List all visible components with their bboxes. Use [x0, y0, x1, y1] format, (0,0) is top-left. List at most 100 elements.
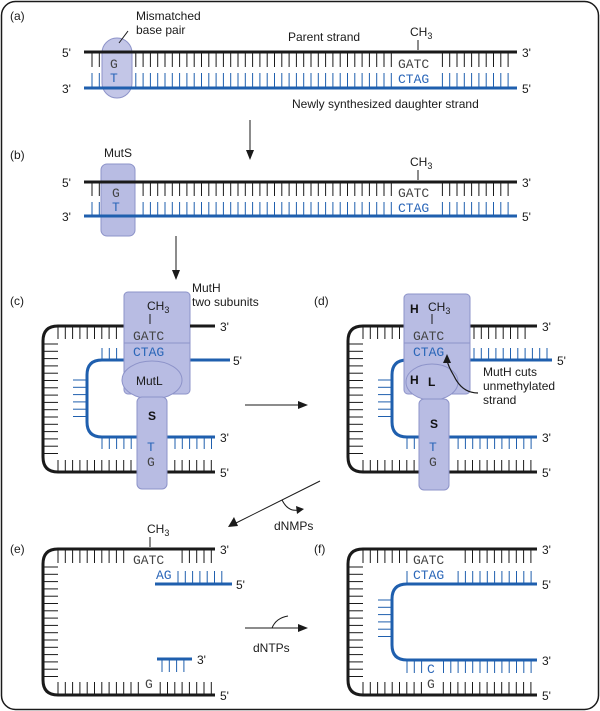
- arrow-c-to-d-head: [298, 401, 308, 409]
- f-gatc-top: GATC: [413, 553, 444, 568]
- daughter-loop-c: [85, 358, 230, 439]
- loop-ticks-c: [44, 327, 212, 471]
- b-mismatch-bottom: T: [112, 200, 120, 215]
- cut-label-line1: MutH cuts: [483, 365, 537, 379]
- d-5prime-daughter: 5': [557, 354, 566, 368]
- muts-label: MutS: [104, 146, 132, 160]
- b-3prime-top: 3': [522, 176, 531, 190]
- loop-ticks-d: [349, 327, 548, 471]
- d-mismatch-top: T: [429, 440, 437, 455]
- repaired-daughter-f: [390, 582, 537, 662]
- arrow-b-to-c-head: [172, 270, 180, 280]
- b-3prime-bottom: 3': [62, 210, 71, 224]
- panel-c: (c) MutH two subunits CH3 GATC CTAG MutL…: [10, 281, 259, 490]
- daughter-3prime-label: 3': [62, 82, 71, 96]
- methyl-label: CH3: [410, 25, 432, 41]
- panel-c-label: (c): [10, 294, 24, 308]
- c-methyl-label: CH3: [147, 299, 169, 315]
- f-cg-mask: [424, 664, 438, 692]
- c-3prime-top: 3': [220, 320, 229, 334]
- arrow-a-to-b-head: [246, 150, 254, 160]
- panel-a: (a) 5' 3' 3' 5' Mismatched base pair Par…: [10, 9, 531, 111]
- gatc-top: GATC: [398, 57, 429, 72]
- dnmps-pointer-head: [296, 506, 304, 514]
- d-ctag-bottom: CTAG: [413, 345, 444, 360]
- f-c-label: C: [427, 662, 435, 677]
- f-3prime-top: 3': [542, 543, 551, 557]
- d-mismatch-bottom: G: [429, 455, 437, 470]
- e-ag-bottom: AG: [156, 568, 172, 583]
- d-3prime-daughter: 3': [542, 431, 551, 445]
- d-h-bottom: H: [410, 373, 419, 387]
- daughter-strand-b-ticks: [91, 202, 509, 215]
- panel-f: (f) GATC CTAG C G 3' 5' 3' 5': [314, 542, 551, 703]
- b-5prime-bottom: 5': [522, 210, 531, 224]
- parent-5prime-label: 5': [62, 46, 71, 60]
- muts-protein-c: [136, 396, 168, 490]
- e-3prime-top: 3': [220, 543, 229, 557]
- parent-strand-label: Parent strand: [288, 30, 360, 44]
- c-mismatch-top: T: [147, 440, 155, 455]
- arrow-e-to-f-head: [298, 624, 308, 632]
- muts-protein-d: [418, 398, 450, 491]
- panel-b-label: (b): [10, 148, 25, 162]
- mutl-label: MutL: [136, 374, 163, 388]
- gatc-mask: [396, 57, 436, 85]
- parent-loop-e: [41, 547, 215, 697]
- muth-label-line1: MutH: [192, 281, 221, 295]
- parent-3prime-label: 3': [522, 46, 531, 60]
- f-ctag-bottom: CTAG: [413, 568, 444, 583]
- d-s-label: S: [430, 417, 438, 431]
- d-h-top: H: [410, 302, 419, 316]
- f-g-label: G: [427, 677, 435, 692]
- parent-strand-b-ticks: [91, 183, 509, 196]
- f-3prime-daughter: 3': [542, 654, 551, 668]
- c-5prime-bottom: 5': [220, 466, 229, 480]
- d-5prime-bottom: 5': [542, 466, 551, 480]
- panel-e-label: (e): [10, 542, 25, 556]
- panel-e: (e) CH3 GATC AG G 3' 5' 3' 5': [10, 522, 245, 703]
- parent-loop-d: [346, 324, 537, 474]
- dntps-pointer: [271, 615, 289, 629]
- f-5prime-daughter: 5': [542, 578, 551, 592]
- b-ctag-bottom: CTAG: [398, 201, 429, 216]
- b-gatc-mask: [396, 187, 436, 214]
- c-3prime-daughter: 3': [220, 431, 229, 445]
- panel-f-label: (f): [314, 542, 325, 556]
- panel-d: (d) H CH3 GATC CTAG H L S T G MutH cuts …: [314, 293, 566, 491]
- parent-loop-f: [346, 547, 537, 697]
- daughter-5prime-label: 5': [522, 82, 531, 96]
- b-methyl-label: CH3: [410, 155, 432, 171]
- mismatch-base-top: G: [110, 57, 118, 72]
- e-3prime-daughter: 3': [197, 653, 206, 667]
- b-5prime-top: 5': [62, 176, 71, 190]
- dnmps-pointer: [281, 499, 299, 511]
- daughter-loop-d: [390, 358, 552, 439]
- arrow-d-to-e-head: [228, 517, 238, 527]
- c-gatc-top: GATC: [133, 329, 164, 344]
- e-g-mask: [142, 676, 156, 690]
- ctag-bottom: CTAG: [398, 72, 429, 87]
- mismatch-label-line2: base pair: [136, 23, 185, 37]
- d-methyl-label: CH3: [428, 300, 450, 316]
- loop-ticks-e: [44, 550, 223, 694]
- mismatch-base-bottom: T: [110, 71, 118, 86]
- cut-pointer-head: [443, 354, 451, 363]
- d-3prime-top: 3': [542, 320, 551, 334]
- f-gatc-mask: [410, 553, 456, 582]
- loop-ticks-f: [349, 550, 532, 694]
- e-methyl-label: CH3: [147, 522, 169, 538]
- arrow-d-to-e: [235, 480, 321, 524]
- panel-b: (b) MutS 5' 3' 3' 5' G T GATC CTAG CH3: [10, 146, 531, 237]
- panel-a-label: (a): [10, 9, 25, 23]
- e-g-label: G: [145, 677, 153, 692]
- c-mismatch-bottom: G: [147, 455, 155, 470]
- mismatch-label-line1: Mismatched: [136, 9, 201, 23]
- muth-label-line2: two subunits: [192, 295, 259, 309]
- mismatch-pointer: [118, 30, 129, 44]
- panel-d-label: (d): [314, 294, 329, 308]
- dnmps-label: dNMPs: [274, 519, 313, 533]
- cut-pointer: [446, 359, 479, 394]
